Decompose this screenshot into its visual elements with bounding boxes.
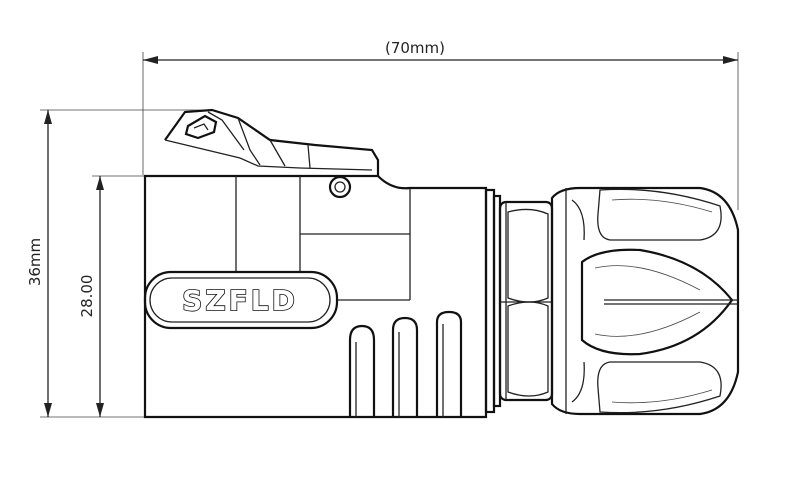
logo-plate: SZFLD	[143, 270, 339, 330]
dimension-length: (70mm)	[142, 39, 739, 210]
screw-icon	[328, 175, 352, 199]
housing-body	[143, 174, 488, 419]
neck-rings	[484, 188, 554, 414]
coupling-nut	[550, 186, 740, 416]
dimension-overall-height: 36mm	[26, 109, 205, 418]
latch-button-icon	[184, 114, 218, 140]
grip-ribs	[348, 310, 463, 417]
brand-logo-text: SZFLD	[182, 284, 298, 317]
dimension-body-height: 28.00	[78, 175, 150, 417]
latch	[164, 108, 380, 176]
dimension-length-label: (70mm)	[385, 39, 445, 57]
dimension-body-height-label: 28.00	[78, 275, 96, 318]
dimension-overall-height-label: 36mm	[26, 238, 44, 286]
